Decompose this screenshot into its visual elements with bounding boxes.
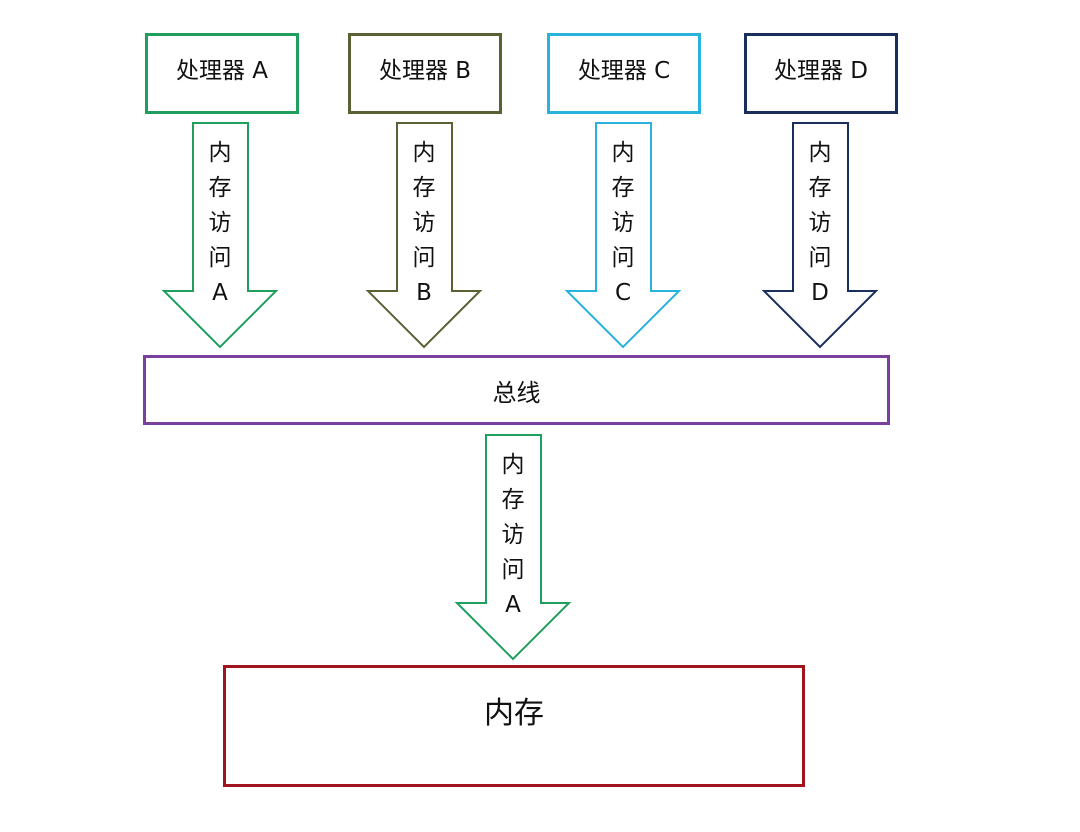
processor-b-box: 处理器 B — [348, 33, 502, 114]
memory-access-arrow-b — [365, 122, 483, 349]
memory-access-arrow-d — [761, 122, 879, 349]
memory-access-arrow-c — [564, 122, 682, 349]
processor-b-label: 处理器 B — [378, 58, 472, 84]
memory-box: 内存 — [223, 665, 805, 787]
memory-access-arrow-a — [161, 122, 279, 349]
bus-box: 总线 — [143, 355, 890, 425]
processor-a-box: 处理器 A — [145, 33, 299, 114]
processor-d-box: 处理器 D — [744, 33, 898, 114]
memory-label: 内存 — [484, 696, 544, 731]
processor-c-label: 处理器 C — [577, 58, 671, 84]
bus-to-memory-arrow — [454, 434, 572, 661]
processor-c-box: 处理器 C — [547, 33, 701, 114]
processor-a-label: 处理器 A — [175, 58, 269, 84]
bus-label: 总线 — [492, 378, 541, 407]
processor-d-label: 处理器 D — [773, 58, 869, 84]
